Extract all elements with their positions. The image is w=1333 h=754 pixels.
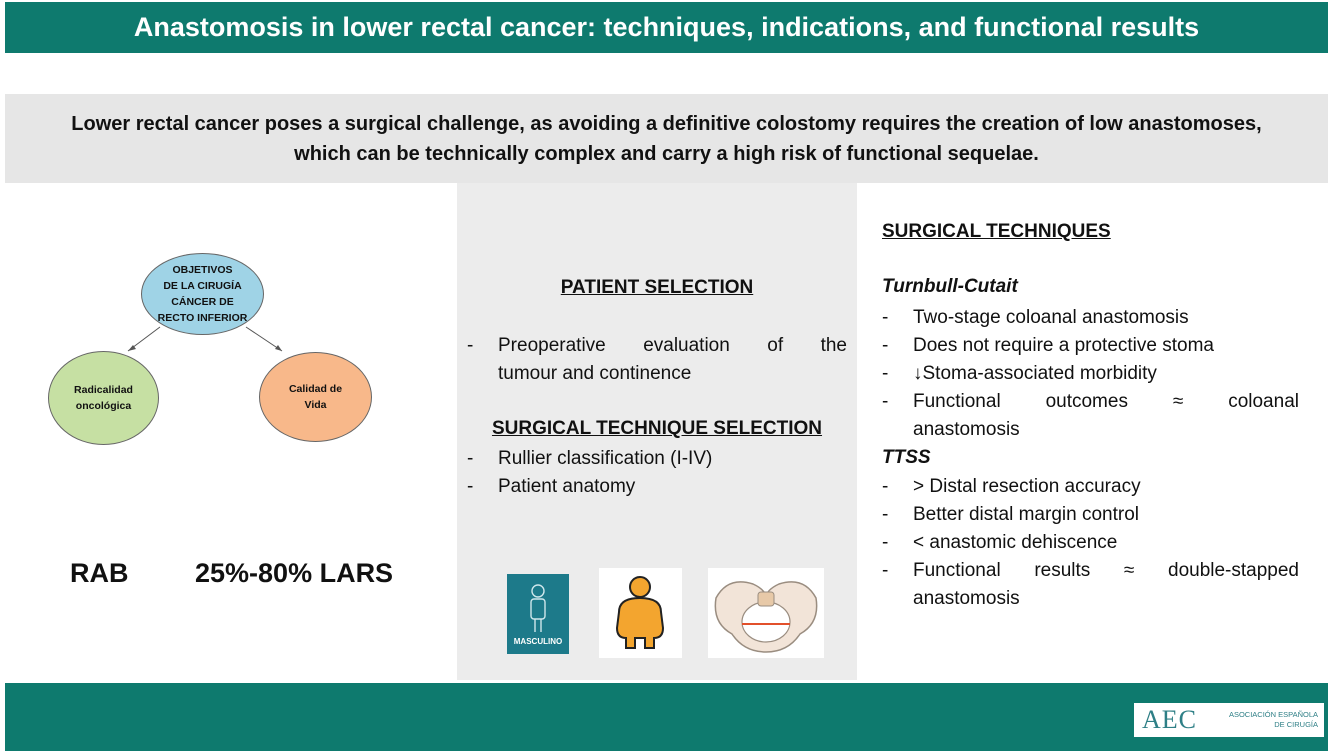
bullet-dash: - <box>882 307 889 328</box>
bullet-line-2: anastomosis <box>913 419 1020 440</box>
person-outline-icon <box>530 584 546 632</box>
pelvis-anatomy-icon <box>708 568 824 658</box>
word: outcomes <box>1045 391 1128 412</box>
bullet-text: Better distal margin control <box>913 504 1139 525</box>
goals-connectors <box>127 326 283 352</box>
word: coloanal <box>1228 391 1299 412</box>
word: Preoperative <box>498 335 606 356</box>
word: ≈ <box>1123 560 1135 581</box>
word: Functional <box>913 391 1001 412</box>
bullet-dash: - <box>467 448 474 469</box>
connector-right <box>245 326 283 352</box>
word: double-stapped <box>1168 560 1299 581</box>
bullet-dash: - <box>882 335 889 356</box>
stat-lars: 25%-80% LARS <box>195 558 394 588</box>
word: Functional <box>913 560 1001 581</box>
header-banner: Anastomosis in lower rectal cancer: tech… <box>5 2 1328 53</box>
bullet-text: < anastomic dehiscence <box>913 532 1118 553</box>
word: evaluation <box>643 335 730 356</box>
male-patient-icon: MASCULINO <box>507 574 569 654</box>
bullet-dash: - <box>467 335 474 356</box>
technique-bullet: - Better distal margin control <box>882 501 1299 529</box>
goal-line-2: DE LA CIRUGÍA <box>163 280 242 292</box>
obese-person-icon <box>615 576 665 649</box>
technique-selection-heading: SURGICAL TECHNIQUE SELECTION <box>491 418 823 439</box>
bullet-text: ↓Stoma-associated morbidity <box>913 363 1157 384</box>
radical-line-1: Radicalidad <box>74 384 133 396</box>
patient-item-line-2: tumour and continence <box>498 363 692 384</box>
obese-patient-icon <box>599 568 682 658</box>
quality-node: Calidad de Vida <box>259 352 372 442</box>
technique-bullet: - Functional results ≈ double-stapped an… <box>882 557 1299 613</box>
intro-line-2: which can be technically complex and car… <box>294 142 1039 165</box>
footer-banner <box>5 683 1328 751</box>
word: of <box>767 335 784 356</box>
ttss-title: TTSS <box>882 447 931 468</box>
bullet-text: Does not require a protective stoma <box>913 335 1214 356</box>
logo-text-1: ASOCIACIÓN ESPAÑOLA <box>1228 710 1318 719</box>
logo-text-2: DE CIRUGÍA <box>1274 720 1318 729</box>
bullet-dash: - <box>467 476 474 497</box>
technique-bullet: - Functional outcomes ≈ coloanal anastom… <box>882 388 1299 444</box>
turnbull-cutait-title: Turnbull-Cutait <box>882 276 1018 297</box>
word: results <box>1034 560 1091 581</box>
pelvis-icon <box>714 581 818 653</box>
masculino-label: MASCULINO <box>513 637 563 646</box>
goal-line-1: OBJETIVOS <box>172 264 233 276</box>
technique-item-text: Patient anatomy <box>498 476 636 497</box>
bullet-dash: - <box>882 476 889 497</box>
technique-bullet: - > Distal resection accuracy <box>882 473 1299 501</box>
technique-bullet: - < anastomic dehiscence <box>882 529 1299 557</box>
bullet-line-2: anastomosis <box>913 588 1020 609</box>
bullet-dash: - <box>882 504 889 525</box>
quality-line-2: Vida <box>304 399 327 411</box>
stat-rab: RAB <box>70 558 129 588</box>
bullet-text: > Distal resection accuracy <box>913 476 1141 497</box>
bullet-text: Two-stage coloanal anastomosis <box>913 307 1189 328</box>
page-title: Anastomosis in lower rectal cancer: tech… <box>133 12 1200 42</box>
technique-bullet: - Two-stage coloanal anastomosis <box>882 304 1299 332</box>
technique-bullet: - ↓Stoma-associated morbidity <box>882 360 1299 388</box>
word: ≈ <box>1172 391 1184 412</box>
radical-line-2: oncológica <box>75 400 132 412</box>
goal-node: OBJETIVOS DE LA CIRUGÍA CÁNCER DE RECTO … <box>141 253 264 335</box>
patient-selection-heading: PATIENT SELECTION <box>560 277 754 298</box>
intro-line-1: Lower rectal cancer poses a surgical cha… <box>71 112 1262 135</box>
surgical-techniques-heading: SURGICAL TECHNIQUES <box>882 221 1111 242</box>
technique-item-text: Rullier classification (I-IV) <box>498 448 713 469</box>
aec-logo: AEC ASOCIACIÓN ESPAÑOLA DE CIRUGÍA <box>1134 703 1324 737</box>
word: the <box>820 335 847 356</box>
logo-mark: AEC <box>1142 705 1197 734</box>
radical-node: Radicalidad oncológica <box>48 351 159 445</box>
arrowhead-left <box>128 345 136 351</box>
intro-box: Lower rectal cancer poses a surgical cha… <box>5 94 1328 183</box>
bullet-dash: - <box>882 363 889 384</box>
bullet-dash: - <box>882 391 889 412</box>
patient-item: - Preoperative evaluation of the tumour … <box>467 332 847 388</box>
arrowhead-right <box>275 345 282 351</box>
technique-item: - Rullier classification (I-IV) <box>467 445 847 473</box>
technique-bullet: - Does not require a protective stoma <box>882 332 1299 360</box>
goal-line-4: RECTO INFERIOR <box>157 312 248 324</box>
bullet-dash: - <box>882 532 889 553</box>
quality-line-1: Calidad de <box>288 383 343 395</box>
bullet-dash: - <box>882 560 889 581</box>
technique-item: - Patient anatomy <box>467 473 847 501</box>
goal-line-3: CÁNCER DE <box>171 296 234 308</box>
